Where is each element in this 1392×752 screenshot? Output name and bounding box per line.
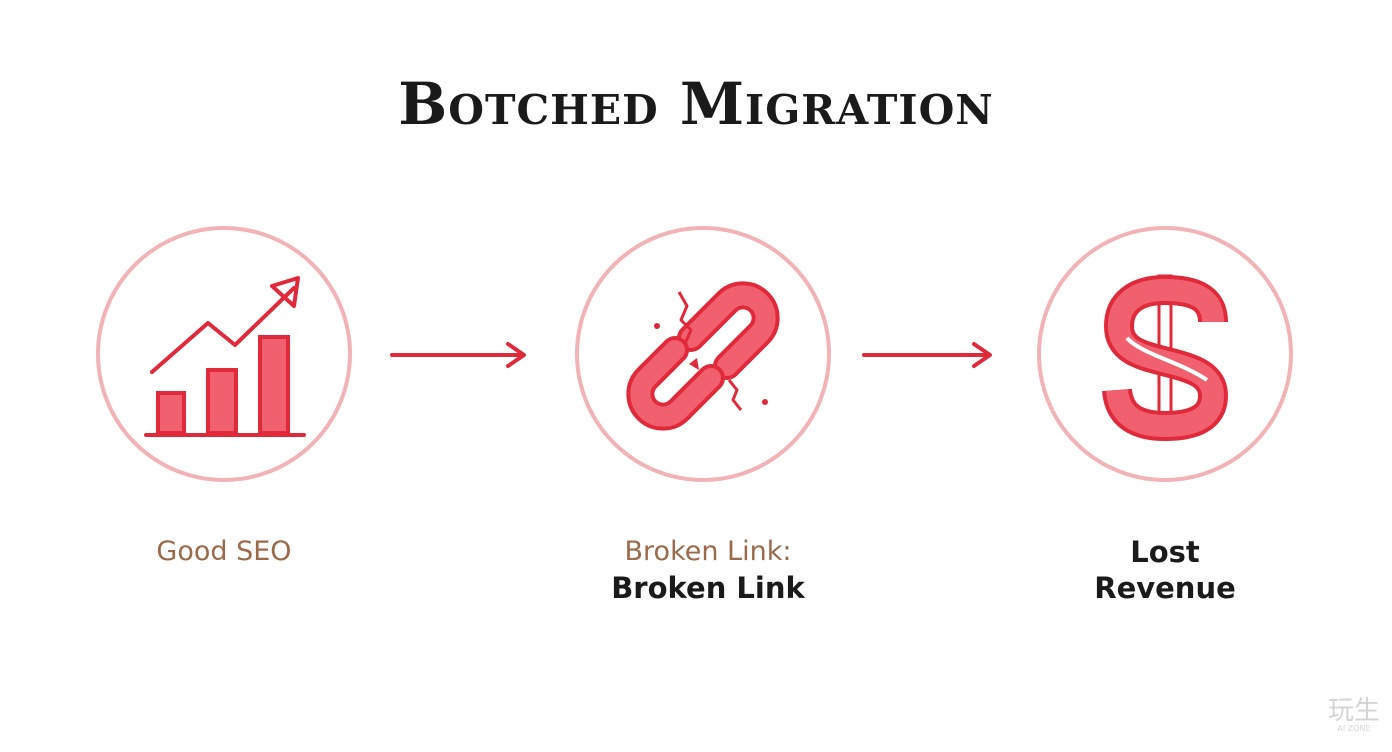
- fragment-dot: [654, 323, 660, 329]
- watermark-main-text: 玩生: [1327, 696, 1380, 726]
- arrow-right-icon: [390, 342, 526, 368]
- chart-bar-small: [156, 391, 186, 435]
- trend-arrow-head: [270, 276, 300, 308]
- arrow-right-icon: [862, 342, 992, 368]
- chart-bar-tall: [258, 335, 290, 435]
- step-circle-lost-revenue: [1037, 226, 1293, 482]
- diagram-title: Botched Migration: [398, 70, 994, 138]
- label-lost-line-1: Lost: [1130, 535, 1200, 569]
- crack-line: [677, 291, 693, 345]
- growth-chart-icon: [144, 276, 306, 437]
- label-lost-line-2: Revenue: [1094, 571, 1236, 605]
- label-broken-link-light: Broken Link:: [624, 536, 792, 567]
- label-good-seo-text: Good SEO: [156, 536, 292, 567]
- step-circle-good-seo: [96, 226, 352, 482]
- step-label-broken-link: Broken Link: Broken Link: [560, 534, 856, 606]
- dollar-sign-icon: [1102, 274, 1229, 442]
- watermark-sub-text: AI ZONE: [1337, 724, 1371, 733]
- chart-bar-medium: [206, 368, 238, 435]
- dollar-highlight: [1125, 336, 1209, 382]
- chain-link-upper-fill: [681, 285, 776, 376]
- fragment-dot: [762, 399, 768, 405]
- crack-line: [727, 379, 743, 411]
- label-broken-link-bold: Broken Link: [611, 571, 805, 605]
- broken-link-icon: [626, 281, 780, 431]
- watermark-logo: 玩生 AI ZONE: [1328, 698, 1380, 734]
- chain-link-lower-fill: [630, 340, 721, 427]
- step-label-lost-revenue: Lost Revenue: [1037, 534, 1293, 606]
- step-circle-broken-link: [575, 226, 831, 482]
- step-label-good-seo: Good SEO: [96, 534, 352, 570]
- trend-line: [150, 286, 296, 374]
- fragment-shard: [689, 358, 699, 370]
